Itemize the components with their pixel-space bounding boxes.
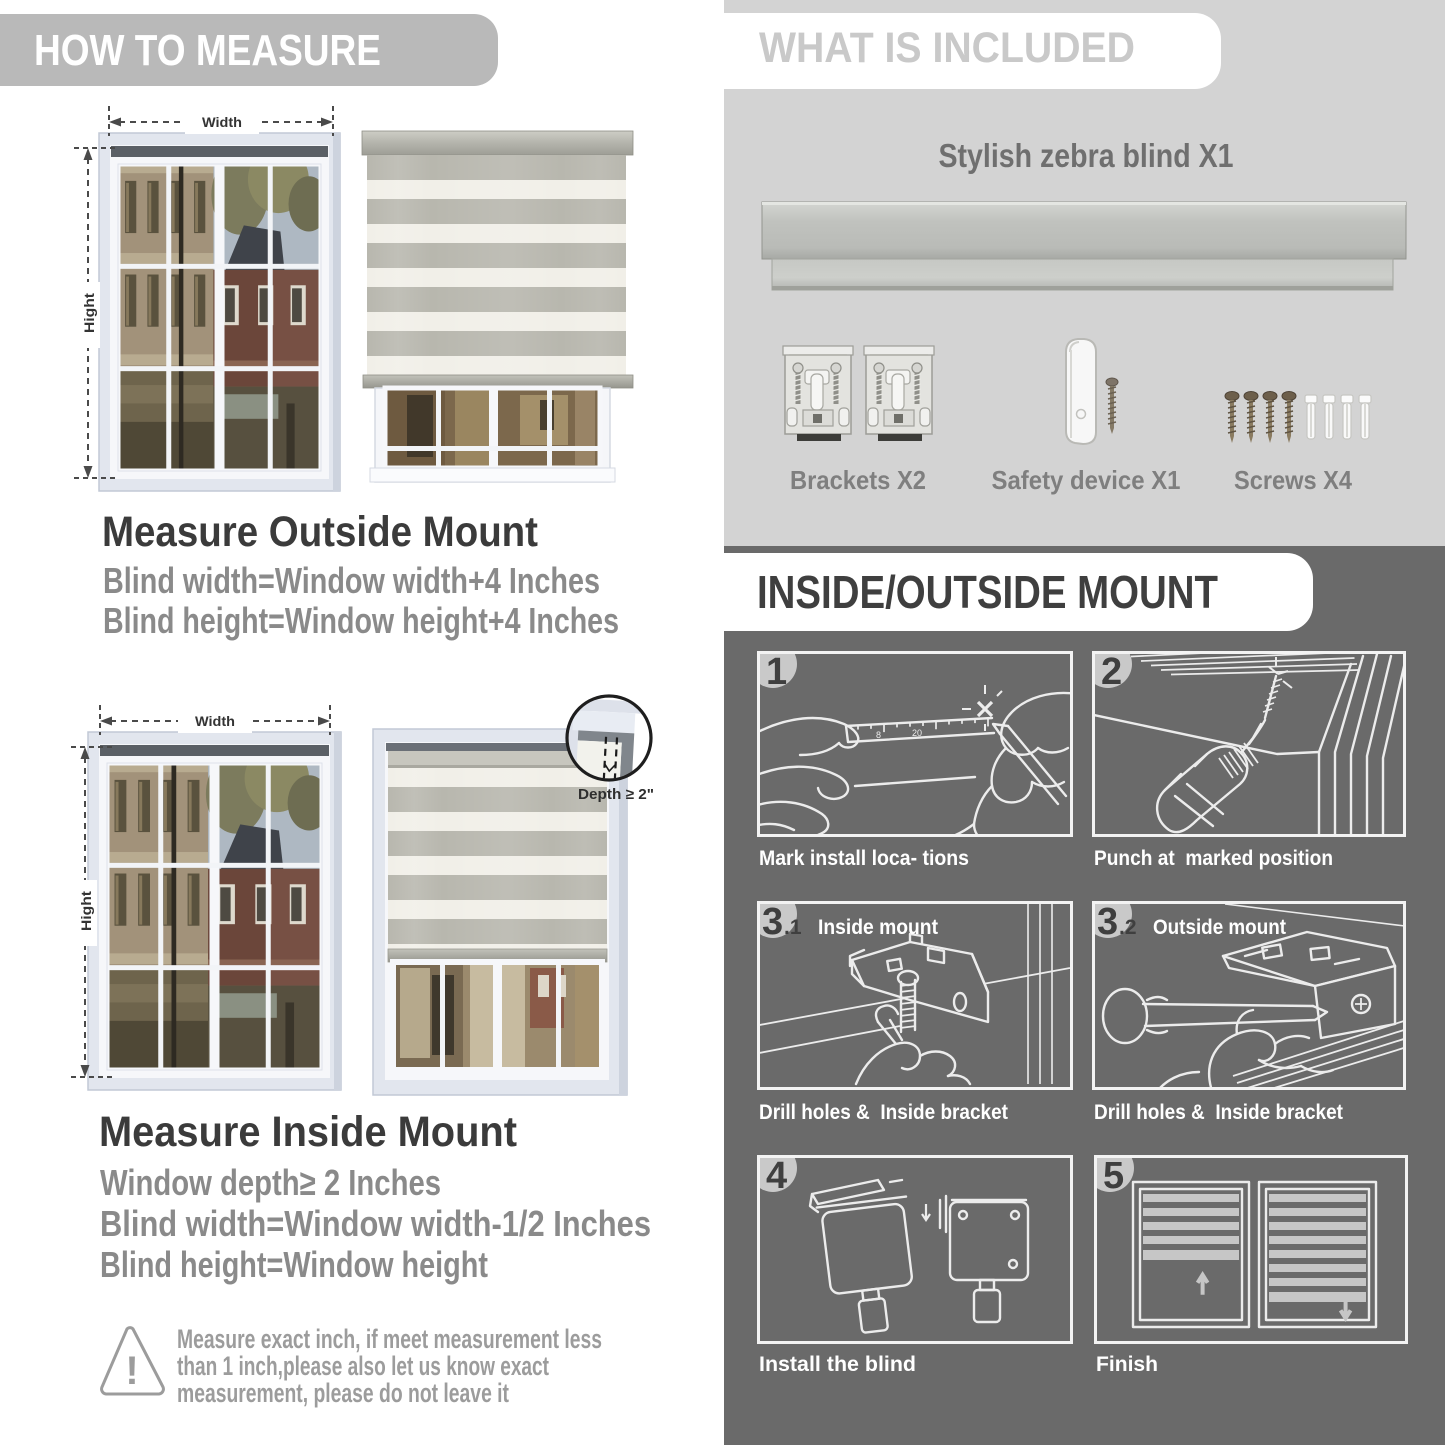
svg-text:20: 20: [912, 728, 922, 738]
svg-text:!: !: [125, 1349, 138, 1393]
svg-text:measurement, please do not lea: measurement, please do not leave it: [177, 1378, 509, 1408]
svg-text:Blind width=Window width+4 Inc: Blind width=Window width+4 Inches: [103, 560, 600, 601]
svg-text:8: 8: [876, 730, 881, 740]
svg-text:3: 3: [1097, 904, 1118, 943]
svg-text:2: 2: [1101, 654, 1122, 693]
svg-text:than 1 inch,please also let us: than 1 inch,please also let us know exac…: [177, 1351, 549, 1381]
svg-text:Window depth≥ 2 Inches: Window depth≥ 2 Inches: [100, 1162, 441, 1203]
svg-text:Measure Outside Mount: Measure Outside Mount: [102, 508, 538, 556]
svg-text:Outside mount: Outside mount: [1153, 915, 1286, 939]
svg-text:Measure Inside Mount: Measure Inside Mount: [99, 1108, 517, 1156]
svg-text:Blind height=Window height: Blind height=Window height: [100, 1244, 488, 1285]
svg-text:.2: .2: [1119, 916, 1137, 939]
svg-text:Inside mount: Inside mount: [818, 915, 938, 939]
svg-text:1: 1: [766, 654, 787, 693]
svg-text:Blind height=Window height+4 I: Blind height=Window height+4 Inches: [103, 600, 619, 641]
svg-text:4: 4: [766, 1158, 787, 1197]
svg-text:Measure exact inch, if meet me: Measure exact inch, if meet measurement …: [177, 1324, 602, 1354]
svg-text:.1: .1: [784, 916, 802, 939]
svg-text:5: 5: [1103, 1158, 1124, 1197]
svg-text:3: 3: [762, 904, 783, 943]
svg-text:Blind width=Window width-1/2 I: Blind width=Window width-1/2 Inches: [100, 1203, 651, 1244]
